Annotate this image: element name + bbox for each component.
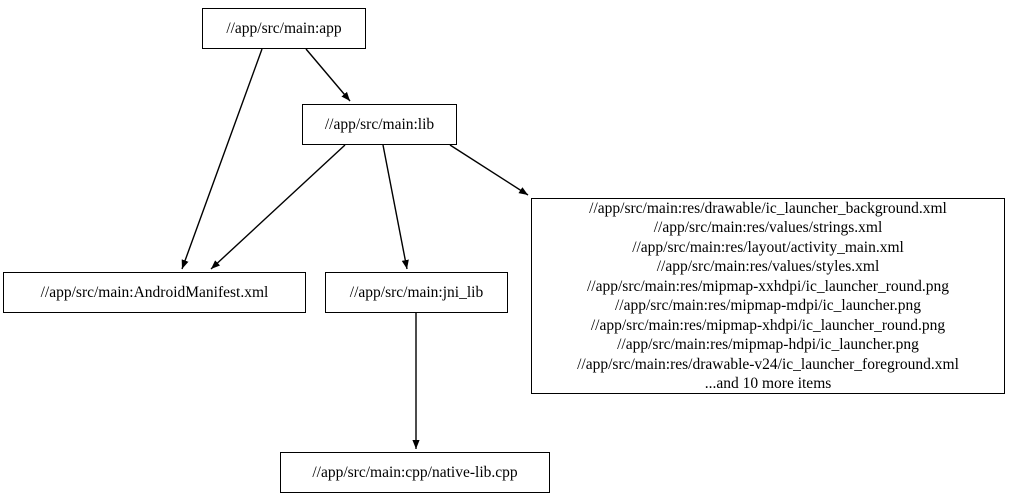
graph-node-label: //app/src/main:lib bbox=[324, 115, 435, 133]
graph-node-native-lib-cpp[interactable]: //app/src/main:cpp/native-lib.cpp bbox=[280, 452, 550, 493]
graph-node-label: //app/src/main:res/drawable/ic_launcher_… bbox=[577, 199, 959, 393]
graph-node-jni-lib[interactable]: //app/src/main:jni_lib bbox=[325, 272, 508, 313]
graph-edge-app-to-androidmanifest bbox=[181, 48, 263, 270]
graph-node-label: //app/src/main:cpp/native-lib.cpp bbox=[312, 463, 518, 481]
graph-edge-lib-to-androidmanifest bbox=[210, 144, 346, 270]
graph-node-label: //app/src/main:AndroidManifest.xml bbox=[40, 283, 269, 301]
graph-node-label: //app/src/main:app bbox=[226, 19, 342, 37]
graph-node-res-group[interactable]: //app/src/main:res/drawable/ic_launcher_… bbox=[531, 198, 1005, 394]
graph-node-androidmanifest[interactable]: //app/src/main:AndroidManifest.xml bbox=[3, 272, 306, 313]
graph-edge-lib-to-res-group bbox=[449, 144, 529, 196]
graph-node-label: //app/src/main:jni_lib bbox=[349, 283, 484, 301]
graph-edge-lib-to-jni-lib bbox=[382, 144, 409, 270]
graph-node-lib[interactable]: //app/src/main:lib bbox=[302, 104, 457, 145]
graph-edge-app-to-lib bbox=[305, 48, 351, 102]
graph-node-app[interactable]: //app/src/main:app bbox=[202, 8, 366, 49]
